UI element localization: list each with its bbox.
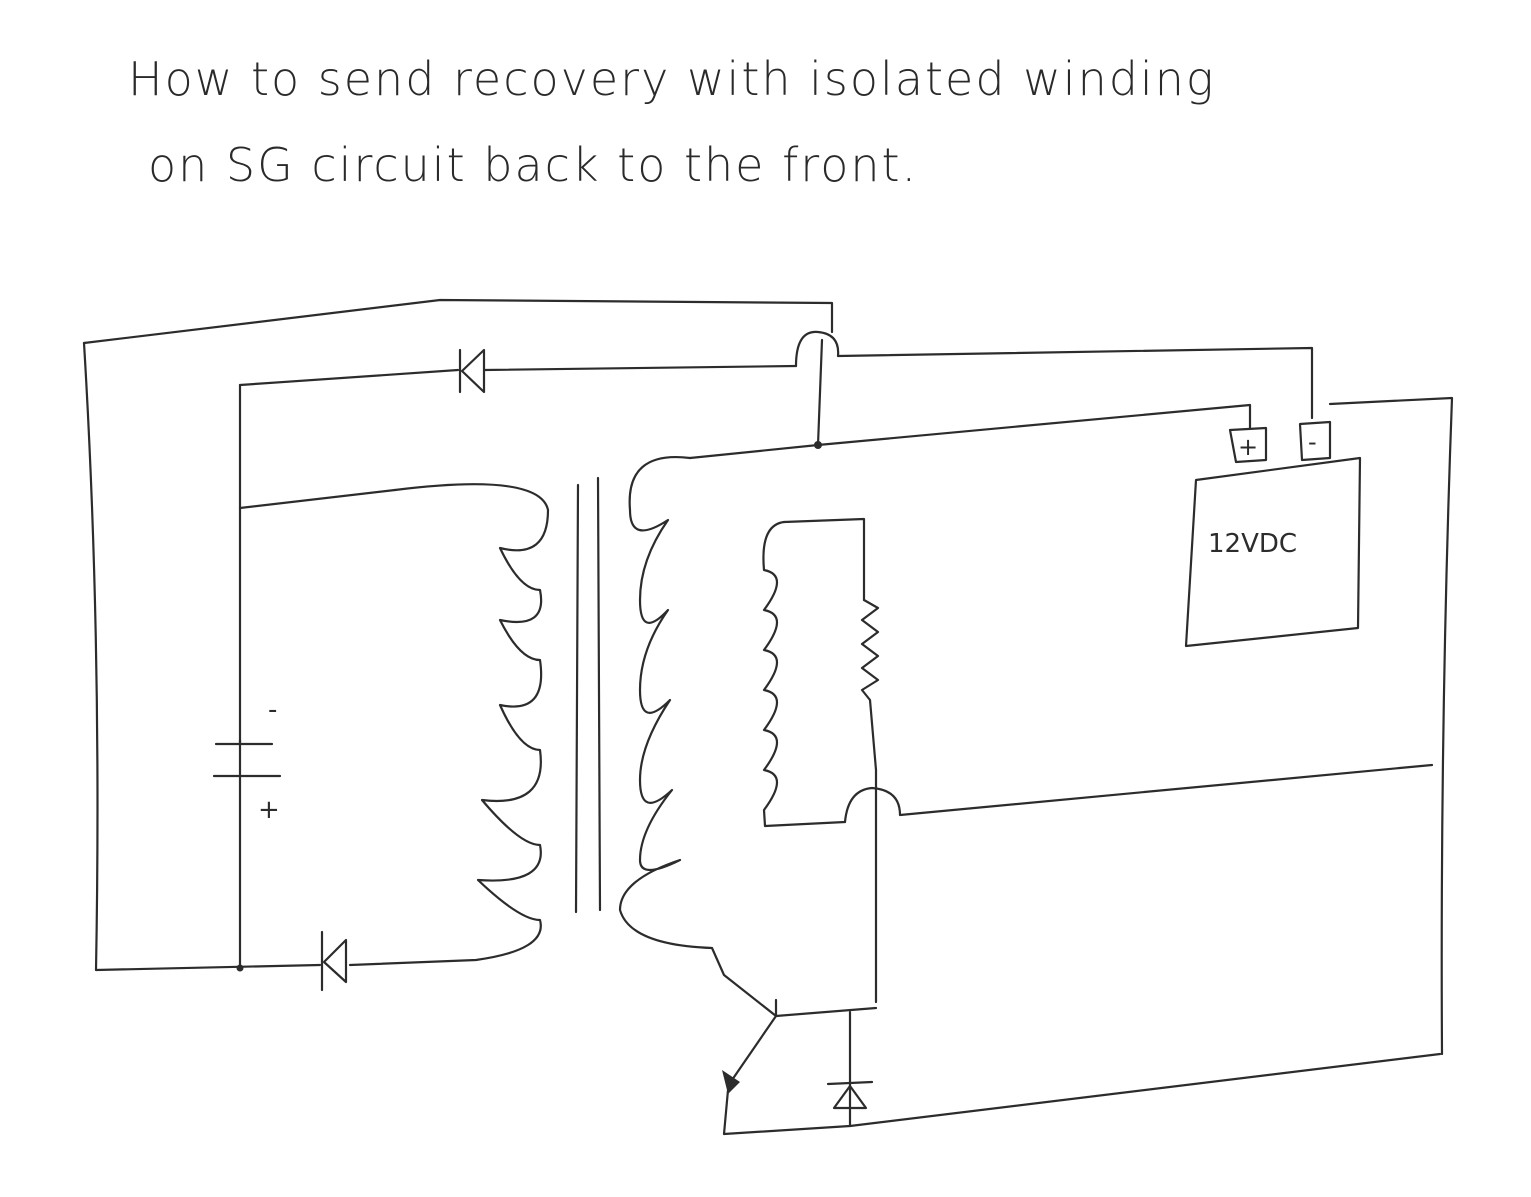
wire-secondary-down — [816, 338, 824, 447]
transformer-core-left — [574, 483, 580, 914]
diode-top — [458, 348, 486, 394]
wire-outer-left — [82, 341, 99, 972]
wire-outer-top — [82, 298, 834, 345]
run-battery-minus: - — [1308, 428, 1317, 456]
transformer-core-right — [596, 476, 602, 912]
run-battery-plus: + — [1238, 433, 1258, 461]
wire-recovery-diode-left — [238, 368, 460, 387]
primary-battery-plus: + — [258, 795, 280, 825]
diode-bottom-left — [320, 930, 348, 992]
wire-primary-top — [238, 488, 397, 510]
diode-bottom — [826, 1080, 874, 1110]
wire-outer-bottom — [94, 963, 322, 972]
wire-hopover-top — [794, 330, 1314, 420]
run-battery-label: 12VDC — [1208, 529, 1297, 559]
title-line-2: on SG circuit back to the front. — [148, 138, 919, 192]
transistor — [722, 998, 878, 1094]
primary-battery-minus: - — [268, 695, 277, 725]
junction-dot-left — [236, 964, 244, 972]
wire-trigger-top — [782, 517, 866, 602]
trigger-coil — [762, 520, 847, 828]
secondary-coil — [618, 456, 778, 1018]
wire-recovery-diode-right — [483, 364, 798, 372]
run-battery: + - 12VDC — [1184, 420, 1362, 648]
primary-battery: - + — [212, 695, 282, 825]
resistor — [860, 598, 880, 772]
wire-emitter-down — [722, 1052, 1442, 1136]
wire-secondary-top — [688, 403, 1252, 460]
primary-coil — [348, 483, 550, 967]
wire-right-top — [1328, 396, 1454, 1056]
title-line-1: How to send recovery with isolated windi… — [128, 52, 1216, 106]
wire-hopover-trigger — [843, 763, 1434, 824]
